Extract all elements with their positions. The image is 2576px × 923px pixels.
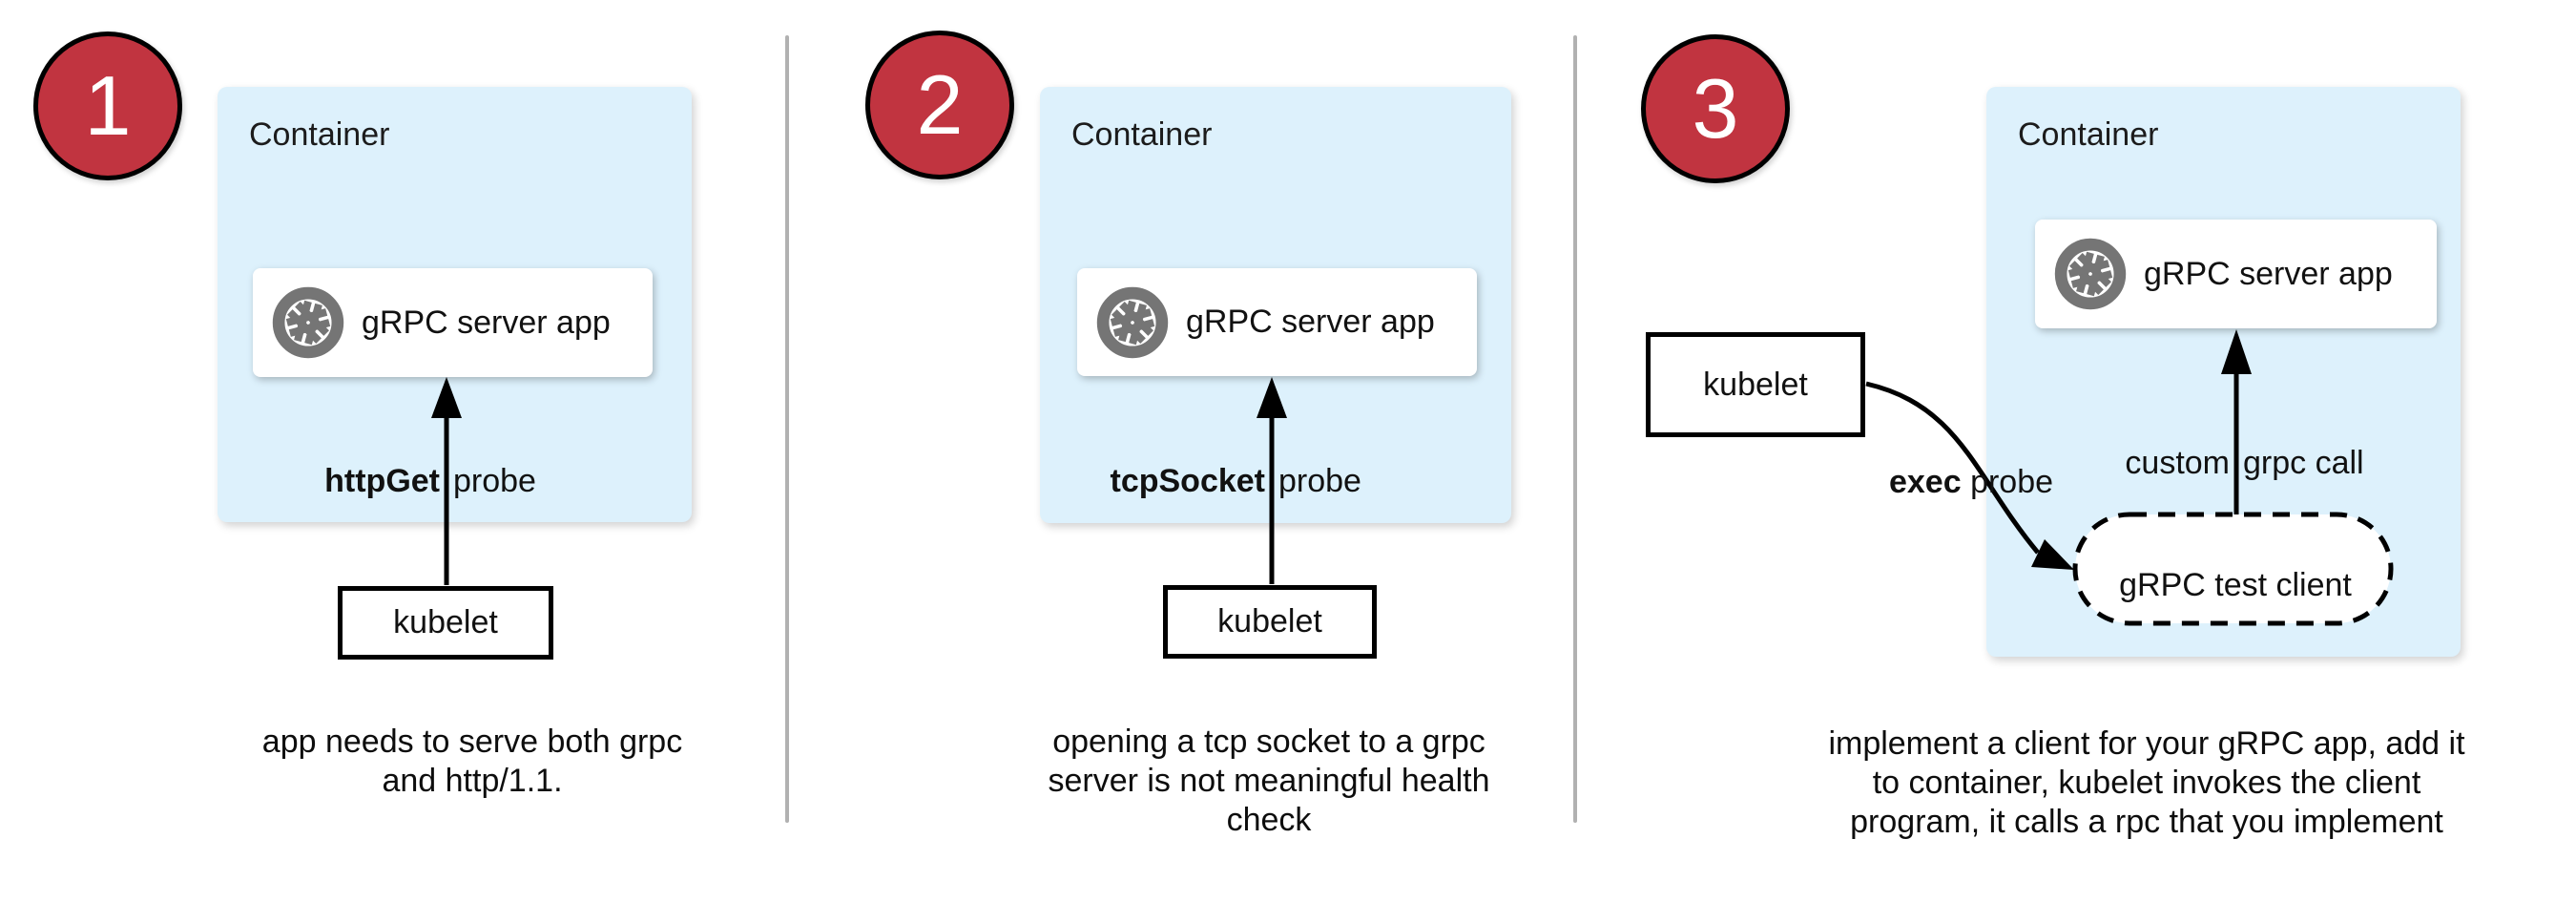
kubelet-box-2: kubelet [1163, 585, 1377, 659]
caption-line: to container, kubelet invokes the client [1872, 765, 2421, 801]
step-badge-3: 3 [1641, 34, 1790, 183]
probe-label-bold-2: tcpSocket [1110, 463, 1266, 499]
step-badge-1: 1 [33, 31, 182, 180]
container-label-3: Container [2018, 116, 2159, 153]
aperture-icon [2054, 238, 2127, 310]
container-label-2: Container [1071, 116, 1213, 153]
kubelet-box-1: kubelet [338, 586, 553, 660]
caption-line: implement a client for your gRPC app, ad… [1828, 725, 2465, 762]
caption-line: app needs to serve both grpc [261, 724, 683, 760]
grpc-call-label-right: grpc call [2243, 445, 2364, 481]
panel-divider-1 [785, 35, 789, 823]
caption-line: server is not meaningful health [1048, 763, 1490, 799]
caption-line: check [1226, 802, 1312, 838]
kubelet-label: kubelet [393, 604, 498, 640]
grpc-server-app-label: gRPC server app [362, 304, 611, 341]
caption-line: program, it calls a rpc that you impleme… [1850, 804, 2443, 840]
caption-line: and http/1.1. [382, 763, 563, 799]
caption-line: opening a tcp socket to a grpc [1052, 724, 1485, 760]
kubelet-label: kubelet [1217, 603, 1322, 640]
grpc-test-client-label: gRPC test client [2119, 567, 2352, 603]
exec-probe-label-rest: probe [1970, 464, 2054, 500]
kubelet-label: kubelet [1703, 366, 1808, 403]
probe-label-bold-1: httpGet [324, 463, 440, 499]
step-number: 1 [84, 58, 132, 153]
probe-label-rest-1: probe [453, 463, 536, 499]
aperture-icon [1096, 286, 1169, 358]
exec-probe-label: exec probe [1889, 465, 2053, 499]
exec-probe-label-bold: exec [1888, 464, 1962, 500]
grpc-server-app-box-3: gRPC server app [2035, 220, 2437, 328]
grpc-server-app-label: gRPC server app [1186, 304, 1435, 340]
grpc-call-label-left: custom [2125, 445, 2230, 481]
grpc-server-app-label: gRPC server app [2144, 255, 2393, 292]
kubelet-box-3: kubelet [1646, 332, 1865, 437]
container-label-1: Container [249, 116, 390, 153]
grpc-server-app-box-1: gRPC server app [253, 268, 653, 377]
caption-2: opening a tcp socket to a grpc server is… [935, 723, 1603, 840]
panel-divider-2 [1573, 35, 1577, 823]
probe-label-rest-2: probe [1278, 463, 1361, 499]
step-number: 3 [1692, 61, 1739, 156]
caption-1: app needs to serve both grpc and http/1.… [138, 723, 806, 801]
caption-3: implement a client for your gRPC app, ad… [1813, 724, 2481, 842]
step-number: 2 [916, 57, 964, 152]
aperture-icon [272, 286, 344, 359]
grpc-server-app-box-2: gRPC server app [1077, 268, 1477, 376]
step-badge-2: 2 [865, 31, 1014, 179]
